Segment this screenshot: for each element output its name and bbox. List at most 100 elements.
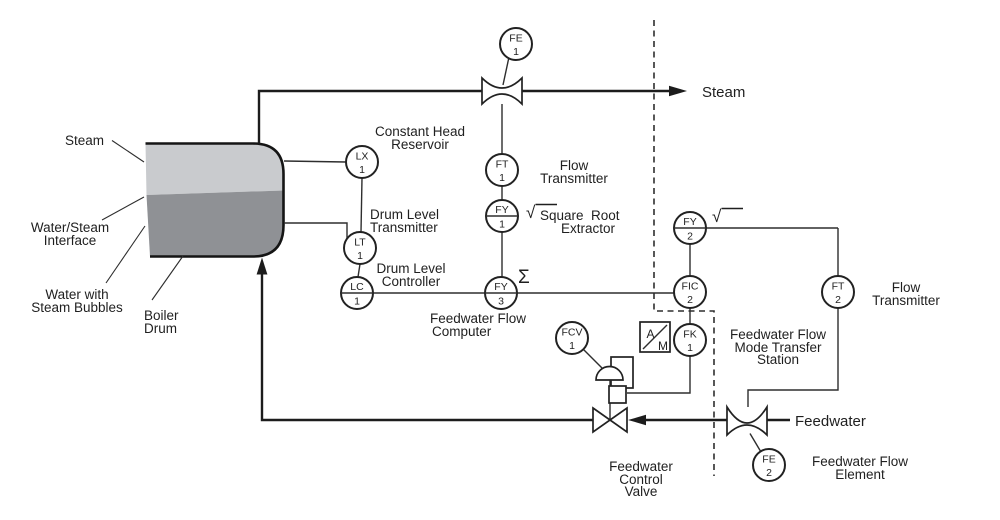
- lc1-tag: LC: [350, 281, 364, 293]
- interface-pointer-line: [101, 196, 145, 221]
- instrument-lt1: LT 1: [343, 231, 377, 265]
- mode-station-label-line1: Feedwater Flow: [730, 327, 826, 342]
- fe1-tag: FE: [509, 33, 522, 45]
- sqrt-symbol-fy2: √: [712, 207, 743, 226]
- feedwater-process-line: [256, 257, 790, 426]
- flow-transmitter-feedwater-label-line1: Flow: [892, 280, 921, 295]
- label-pointer-lines: [101, 140, 184, 301]
- lt1-number: 1: [357, 250, 363, 262]
- fe2-circle: [752, 448, 786, 482]
- ft2-fe2-line: [747, 308, 839, 407]
- lt1-circle: [343, 231, 377, 265]
- boiler-drum-label-line1: Boiler: [144, 308, 179, 323]
- steam-process-line: [257, 85, 687, 144]
- fy1-tag: FY: [495, 204, 508, 216]
- fic2-number: 2: [687, 294, 693, 306]
- boiler-drum-pointer-line: [151, 255, 184, 301]
- lt1-lc1-line: [357, 263, 361, 278]
- constant-head-label-line2: Reservoir: [391, 137, 449, 152]
- steam-outlet-label: Steam: [702, 84, 745, 101]
- fe2-tag: FE: [762, 454, 775, 466]
- steam-line-left: [257, 89, 482, 144]
- dashed-boundary-line: [653, 20, 715, 476]
- control-valve-label-line1: Feedwater: [609, 459, 673, 474]
- ft2-circle: [821, 275, 855, 309]
- fk1-number: 1: [687, 342, 693, 354]
- feedwater-inlet-label: Feedwater: [795, 413, 866, 430]
- drum-steam-region: [145, 143, 284, 195]
- fe2-tap-line: [749, 433, 762, 453]
- instrument-fk1: FK 1: [673, 323, 707, 357]
- feedwater-element-label-line1: Feedwater Flow: [812, 454, 908, 469]
- feedwater-computer-label-line1: Feedwater Flow: [430, 311, 526, 326]
- bubbles-label-line2: Steam Bubbles: [31, 300, 123, 315]
- fcv1-number: 1: [569, 340, 575, 352]
- control-valve-label-line3: Valve: [625, 484, 658, 499]
- instrument-fic2: FIC 2: [673, 275, 707, 309]
- fe2-number: 2: [766, 467, 772, 479]
- drum-level-transmitter-label-line1: Drum Level: [370, 207, 439, 222]
- drum-lx1-line: [283, 160, 347, 163]
- drum-outline: [145, 142, 285, 258]
- instrument-ft2: FT 2: [821, 275, 855, 309]
- fcv1-tag: FCV: [562, 327, 583, 339]
- drum-water-region: [146, 190, 284, 257]
- feedwater-computer-label-line2: Computer: [432, 324, 492, 339]
- instrument-lx1: LX 1: [345, 145, 379, 179]
- steam-pointer-line: [111, 140, 145, 163]
- fk1-circle: [673, 323, 707, 357]
- feedwater-flow-element: [726, 404, 768, 438]
- flow-transmitter-steam-label-line1: Flow: [560, 158, 589, 173]
- bubbles-label-line1: Water with: [45, 287, 108, 302]
- fcv1-actuator-line: [582, 348, 604, 370]
- instrument-fy1: FY 1: [485, 199, 519, 233]
- signal-lines: [283, 56, 839, 453]
- sqrt-symbol-fy1: √: [526, 203, 557, 222]
- fcv1-circle: [555, 321, 589, 355]
- steam-flow-element: [481, 75, 523, 107]
- drum-level-transmitter-label-line2: Transmitter: [370, 220, 438, 235]
- am-auto-label: A: [646, 327, 654, 341]
- boiler-drum: [145, 142, 285, 258]
- lx1-lt1-line: [360, 177, 363, 233]
- mode-station-label-line2: Mode Transfer: [734, 340, 822, 355]
- fy1-number: 1: [499, 219, 505, 231]
- interface-label-line2: Interface: [44, 233, 97, 248]
- am-manual-label: M: [658, 339, 668, 353]
- lc1-number: 1: [354, 296, 360, 308]
- fe1-circle: [499, 27, 533, 61]
- constant-head-label-line1: Constant Head: [375, 124, 465, 139]
- sqrt-glyph: √: [712, 207, 722, 226]
- instrument-fy2: FY 2: [673, 211, 707, 245]
- valve-body: [592, 406, 628, 434]
- ft1-tag: FT: [496, 159, 509, 171]
- fy3-number: 3: [498, 296, 504, 308]
- valve-positioner-box: [608, 385, 627, 404]
- instrument-ft1: FT 1: [485, 153, 519, 187]
- fe1-tap-line: [502, 56, 510, 86]
- square-root-label-line1: Square Root: [540, 208, 620, 223]
- steam-arrowhead: [669, 85, 687, 97]
- control-valve-label-line2: Control: [619, 472, 663, 487]
- sqrt-glyph: √: [526, 203, 536, 222]
- ft1-number: 1: [499, 172, 505, 184]
- ft2-number: 2: [835, 294, 841, 306]
- flow-transmitter-steam-label-line2: Transmitter: [540, 171, 608, 186]
- sigma-symbol: Σ: [518, 267, 530, 288]
- feedwater-element-label-line2: Element: [835, 467, 885, 482]
- drum-inlet-arrowhead: [256, 257, 268, 275]
- instrument-fcv1: FCV 1: [555, 321, 589, 355]
- instrument-fe1: FE 1: [499, 27, 533, 61]
- feedwater-line-to-drum: [260, 272, 593, 422]
- feedwater-control-valve: [592, 356, 634, 434]
- lx1-circle: [345, 145, 379, 179]
- actuator-diaphragm-dome: [595, 365, 624, 381]
- drum-lt1-line: [284, 222, 348, 244]
- fy2-tag: FY: [683, 216, 696, 228]
- fic2-tag: FIC: [682, 281, 699, 293]
- instrument-fy3: FY 3: [484, 276, 518, 310]
- lt1-tag: LT: [354, 237, 366, 249]
- ft2-tag: FT: [832, 281, 845, 293]
- flow-transmitter-feedwater-label-line2: Transmitter: [872, 293, 940, 308]
- boiler-drum-label-line2: Drum: [144, 321, 177, 336]
